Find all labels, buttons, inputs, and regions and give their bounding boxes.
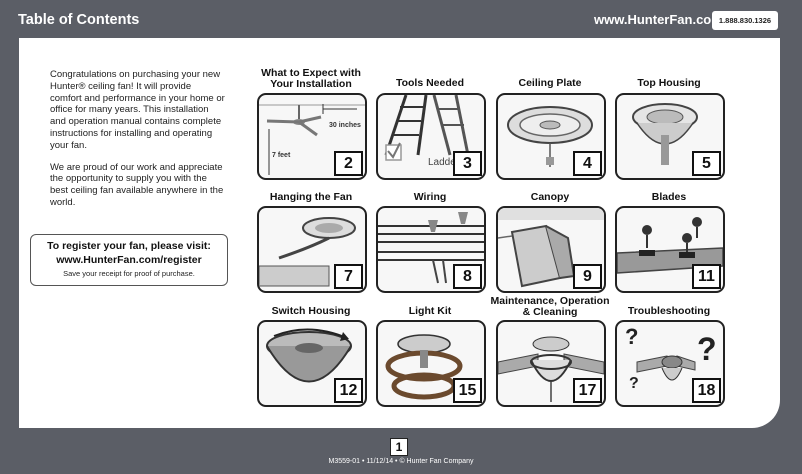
toc-card-blades[interactable]: 11 (615, 206, 725, 293)
ladder-label: Ladder (428, 157, 460, 168)
toc-card-what-to-expect[interactable]: 30 inches 7 feet 2 (257, 93, 367, 180)
page-number: 9 (573, 264, 602, 289)
section-title-what-to-expect: What to Expect with Your Installation (261, 67, 361, 90)
troubleshooting-illustration: ? ? ? (625, 324, 717, 392)
intro-paragraph-1: Congratulations on purchasing your new H… (50, 69, 225, 151)
section-title-light-kit: Light Kit (408, 305, 452, 317)
fan-dimensions-illustration: 30 inches 7 feet (259, 104, 365, 175)
dimension-7-label: 7 feet (272, 152, 291, 159)
toc-card-top-housing[interactable]: 5 (615, 93, 725, 180)
page-number: 17 (573, 378, 602, 403)
toc-card-ceiling-plate[interactable]: 4 (496, 93, 606, 180)
footer-text: M3559-01 • 11/12/14 • © Hunter Fan Compa… (328, 458, 474, 465)
page-number: 2 (334, 151, 363, 176)
toc-card-tools-needed[interactable]: Ladder 3 (376, 93, 486, 180)
canopy-illustration (498, 208, 604, 288)
section-title-tools-needed: Tools Needed (395, 77, 465, 89)
ladder-illustration: Ladder (384, 95, 470, 168)
register-heading: To register your fan, please visit: (47, 240, 211, 252)
section-title-switch-housing: Switch Housing (271, 305, 351, 317)
toc-card-hanging-the-fan[interactable]: 7 (257, 206, 367, 293)
page-number: 5 (692, 151, 721, 176)
register-box: To register your fan, please visit: www.… (30, 234, 228, 286)
section-title-maintenance: Maintenance, Operation & Cleaning (490, 295, 610, 318)
section-title-hanging-the-fan: Hanging the Fan (269, 191, 353, 203)
ceiling-plate-illustration (507, 106, 593, 167)
register-link[interactable]: www.HunterFan.com/register (56, 254, 202, 266)
toc-card-wiring[interactable]: 8 (376, 206, 486, 293)
section-title-troubleshooting: Troubleshooting (627, 305, 711, 317)
toc-card-troubleshooting[interactable]: ? ? ? 18 (615, 320, 725, 407)
toc-card-switch-housing[interactable]: 12 (257, 320, 367, 407)
page-title: Table of Contents (18, 12, 140, 28)
register-note: Save your receipt for proof of purchase. (63, 269, 195, 278)
maintenance-illustration (498, 336, 604, 402)
page-number: 3 (453, 151, 482, 176)
question-mark-icon: ? (625, 324, 638, 349)
website-link[interactable]: www.HunterFan.com (594, 12, 723, 27)
section-title-ceiling-plate: Ceiling Plate (518, 77, 582, 89)
top-housing-illustration (632, 103, 698, 165)
page-number: 18 (692, 378, 721, 403)
question-mark-icon: ? (629, 375, 639, 392)
section-title-canopy: Canopy (530, 191, 570, 203)
intro-paragraph-2: We are proud of our work and appreciate … (50, 161, 224, 208)
page-number: 7 (334, 264, 363, 289)
phone-badge[interactable]: 1.888.830.1326 (712, 11, 778, 30)
wiring-illustration (378, 212, 484, 284)
page-number: 11 (692, 264, 721, 289)
dimension-30-label: 30 inches (329, 122, 361, 129)
page-number: 12 (334, 378, 363, 403)
page-number: 15 (453, 378, 482, 403)
question-mark-icon: ? (697, 331, 717, 367)
toc-card-maintenance[interactable]: 17 (496, 320, 606, 407)
footer-page-number: 1 (390, 438, 408, 456)
switch-housing-illustration (266, 328, 352, 383)
toc-card-light-kit[interactable]: 15 (376, 320, 486, 407)
intro-text: Congratulations on purchasing your new H… (50, 69, 225, 219)
hanging-fan-illustration (259, 217, 356, 287)
section-title-top-housing: Top Housing (637, 77, 701, 89)
toc-card-canopy[interactable]: 9 (496, 206, 606, 293)
page-number: 4 (573, 151, 602, 176)
section-title-blades: Blades (651, 191, 687, 203)
page-number: 8 (453, 264, 482, 289)
section-title-wiring: Wiring (413, 191, 447, 203)
